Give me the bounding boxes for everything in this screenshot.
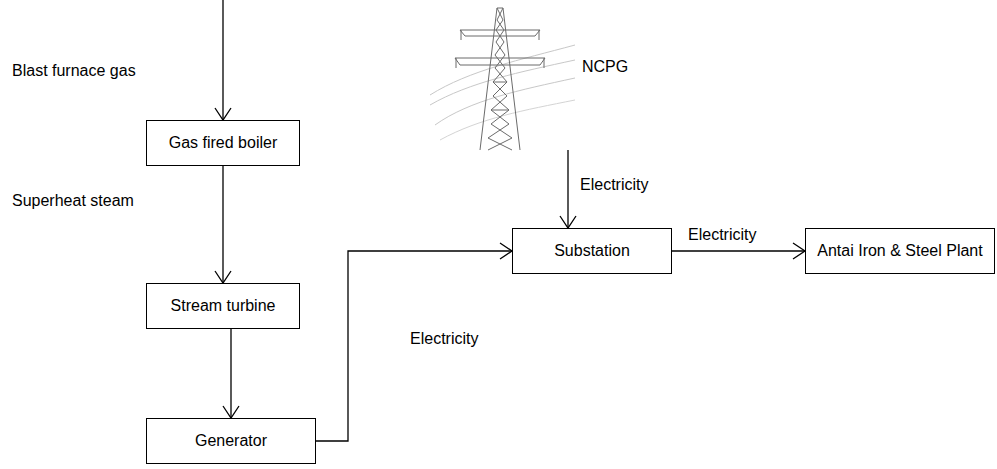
connector-line (316, 251, 512, 441)
arrow-head (215, 271, 231, 283)
plant-box: Antai Iron & Steel Plant (805, 228, 995, 274)
transmission-tower-icon (430, 8, 575, 150)
node-text: Antai Iron & Steel Plant (817, 242, 982, 260)
edge-label: Electricity (686, 226, 758, 244)
grid-flow-label: Electricity (578, 176, 650, 194)
turbine-box: Stream turbine (146, 283, 300, 329)
connector-line (230, 329, 231, 418)
edge-label: Electricity (408, 330, 480, 348)
grid-input-arrow (560, 150, 576, 228)
flow-connector (223, 329, 239, 418)
node-text: Substation (554, 242, 630, 260)
arrow-head (223, 406, 239, 418)
node-text: Stream turbine (171, 297, 276, 315)
steam-label: Superheat steam (10, 192, 136, 210)
arrow-head (500, 243, 512, 259)
connector-line (672, 250, 805, 251)
boiler-box: Gas fired boiler (146, 120, 300, 166)
arrow-head (793, 243, 805, 259)
gas-input-arrow (215, 0, 231, 120)
generator-box: Generator (146, 418, 316, 464)
flow-connector (215, 166, 231, 283)
substation-box: Substation (512, 228, 672, 274)
input-label: Blast furnace gas (10, 62, 138, 80)
flow-connector (672, 243, 805, 259)
grid-name-label: NCPG (580, 58, 630, 76)
connector-line (222, 166, 223, 283)
flow-connector (316, 243, 512, 441)
node-text: Generator (195, 432, 267, 450)
node-text: Gas fired boiler (169, 134, 278, 152)
